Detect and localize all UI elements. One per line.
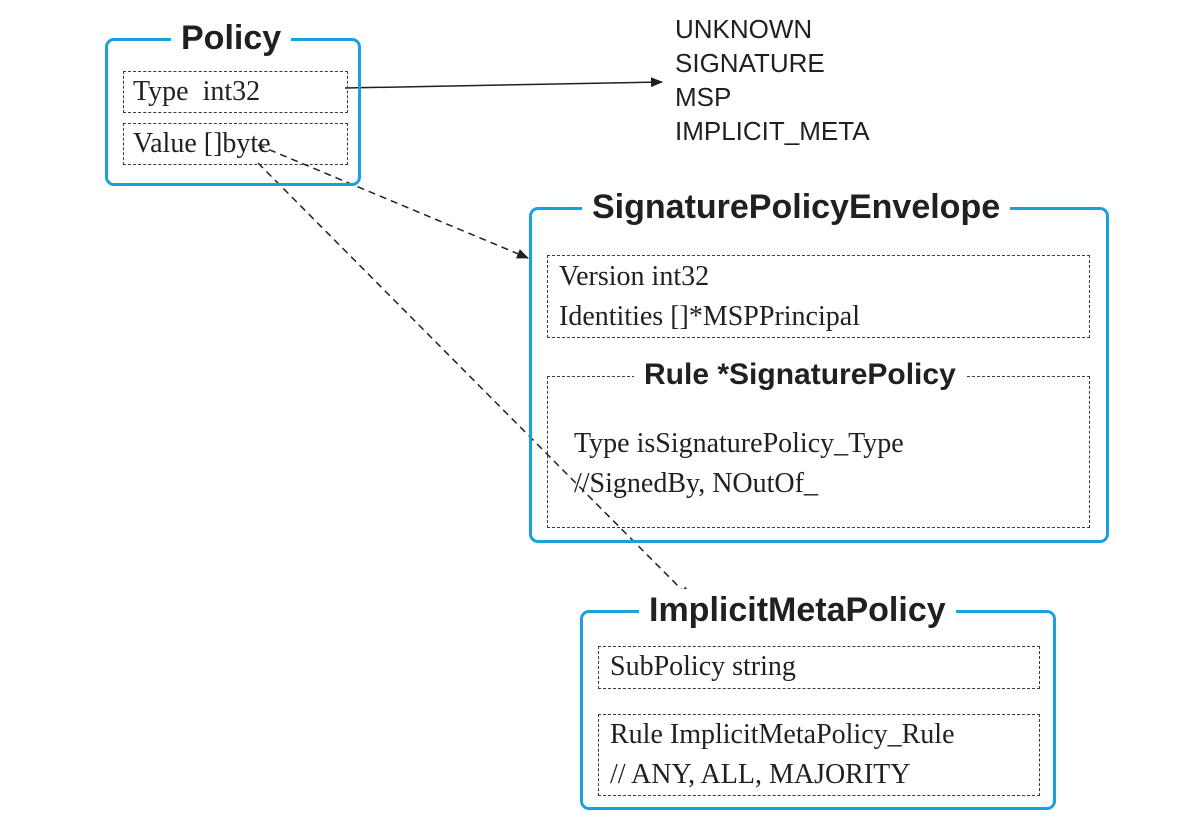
value-to-signature-envelope-arrow — [257, 144, 529, 259]
envelope-identities-text: Identities []*MSPPrincipal — [559, 301, 860, 332]
signature-policy-rule-box: Rule *SignaturePolicy Type isSignaturePo… — [547, 356, 1090, 528]
subpolicy-field: SubPolicy string — [598, 646, 1040, 689]
type-enum-arrow — [344, 77, 663, 89]
enum-unknown: UNKNOWN — [675, 14, 813, 44]
rule-type-text: Type isSignaturePolicy_Type — [574, 428, 904, 459]
policy-value-field: Value []byte — [123, 123, 348, 165]
enum-msp: MSP — [675, 82, 732, 112]
value-to-implicit-meta-arrow — [257, 162, 691, 599]
envelope-fields: Version int32 Identities []*MSPPrincipal — [547, 255, 1090, 338]
signature-policy-rule-content: Type isSignaturePolicy_Type //SignedBy, … — [574, 424, 904, 504]
signature-policy-envelope-title: SignaturePolicyEnvelope — [582, 186, 1011, 228]
policy-box: Policy Type int32 Value []byte — [105, 17, 361, 186]
rule-comment-text: //SignedBy, NOutOf_ — [574, 468, 818, 499]
enum-signature: SIGNATURE — [675, 48, 825, 78]
policy-value-text: Value []byte — [133, 128, 271, 159]
policy-type-enum-list: UNKNOWN SIGNATURE MSP IMPLICIT_META — [675, 12, 870, 148]
implicit-meta-rule-comment: // ANY, ALL, MAJORITY — [610, 759, 911, 790]
signature-policy-envelope-box: SignaturePolicyEnvelope Version int32 Id… — [529, 186, 1109, 543]
implicit-meta-rule-text: Rule ImplicitMetaPolicy_Rule — [610, 719, 955, 750]
implicit-meta-policy-title: ImplicitMetaPolicy — [639, 589, 956, 631]
policy-type-text: Type int32 — [133, 76, 261, 107]
policy-type-field: Type int32 — [123, 71, 348, 113]
envelope-version-text: Version int32 — [559, 261, 710, 292]
implicit-meta-rule-field: Rule ImplicitMetaPolicy_Rule // ANY, ALL… — [598, 714, 1040, 796]
signature-policy-rule-title: Rule *SignaturePolicy — [634, 356, 966, 394]
enum-implicit-meta: IMPLICIT_META — [675, 116, 870, 146]
subpolicy-text: SubPolicy string — [610, 651, 796, 682]
policy-title: Policy — [171, 17, 292, 59]
implicit-meta-policy-box: ImplicitMetaPolicy SubPolicy string Rule… — [580, 589, 1056, 810]
